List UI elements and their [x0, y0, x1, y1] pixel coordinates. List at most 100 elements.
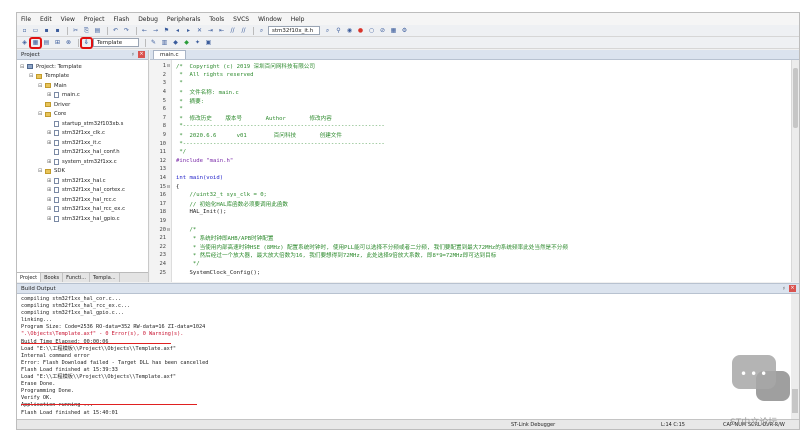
download-icon[interactable]: ⇩ — [80, 36, 93, 49]
menu-item-edit[interactable]: Edit — [40, 15, 52, 23]
panel-tab[interactable]: Templa... — [90, 273, 120, 282]
new-file-icon[interactable]: ▫ — [22, 27, 27, 34]
menu-item-flash[interactable]: Flash — [113, 15, 130, 23]
configure-icon[interactable]: ⚙ — [401, 27, 408, 34]
indent-icon[interactable]: ⇥ — [207, 27, 214, 34]
panel-tab[interactable]: Functi... — [63, 273, 90, 282]
close-icon[interactable]: × — [789, 285, 796, 292]
find-combo[interactable]: stm32f10x_it.h — [268, 26, 320, 35]
tab-main-c[interactable]: main.c — [153, 50, 186, 59]
fold-toggle-icon[interactable]: ⊟ — [167, 226, 171, 233]
batch-build-icon[interactable]: ⊞ — [54, 39, 61, 46]
menu-item-tools[interactable]: Tools — [209, 15, 225, 23]
bookmark-next-icon[interactable]: ▸ — [186, 27, 190, 34]
expand-toggle-icon[interactable]: ⊟ — [38, 82, 43, 89]
tree-item[interactable]: ⊞stm32f1xx_hal_gpio.c — [17, 214, 148, 224]
select-packs-icon[interactable]: ✦ — [194, 39, 201, 46]
save-all-icon[interactable]: ▪ — [55, 27, 60, 34]
pin-icon[interactable]: ♯ — [782, 285, 785, 292]
pack-installer-icon[interactable]: ◆ — [184, 39, 189, 46]
tree-item[interactable]: ⊞stm32f1xx_hal_rcc.c — [17, 195, 148, 205]
menu-item-file[interactable]: File — [21, 15, 32, 23]
nav-back-icon[interactable]: ← — [141, 27, 148, 34]
undo-icon[interactable]: ↶ — [112, 27, 119, 34]
scrollbar-thumb[interactable] — [792, 389, 798, 413]
menu-item-view[interactable]: View — [60, 15, 75, 23]
bookmark-clear-icon[interactable]: ✕ — [196, 27, 203, 34]
build-icon[interactable]: ▦ — [29, 36, 42, 49]
tree-item[interactable]: startup_stm32f103xb.s — [17, 119, 148, 129]
debug-session-icon[interactable]: ◉ — [346, 27, 353, 34]
tree-item[interactable]: Driver — [17, 100, 148, 110]
expand-toggle-icon[interactable]: ⊟ — [38, 111, 43, 118]
target-options-icon[interactable]: ✎ — [150, 39, 157, 46]
fold-toggle-icon[interactable]: ⊟ — [167, 63, 171, 70]
redo-icon[interactable]: ↷ — [123, 27, 130, 34]
expand-toggle-icon[interactable]: ⊟ — [20, 63, 25, 70]
menu-item-peripherals[interactable]: Peripherals — [166, 15, 201, 23]
open-file-icon[interactable]: ▭ — [32, 27, 39, 34]
tree-item[interactable]: ⊞system_stm32f1xx.c — [17, 157, 148, 167]
tree-item[interactable]: ⊟Template — [17, 72, 148, 82]
paste-icon[interactable]: ▤ — [94, 27, 101, 34]
pin-icon[interactable]: ♯ — [131, 51, 134, 58]
expand-toggle-icon[interactable]: ⊞ — [47, 206, 52, 213]
uncomment-icon[interactable]: // — [241, 27, 246, 34]
tree-item[interactable]: ⊞main.c — [17, 91, 148, 101]
fold-toggle-icon[interactable]: ⊟ — [167, 183, 171, 190]
tree-item[interactable]: ⊞stm32f1xx_hal.c — [17, 176, 148, 186]
expand-toggle-icon[interactable]: ⊟ — [29, 73, 34, 80]
find-icon[interactable]: ⌕ — [325, 26, 330, 34]
window-layout-icon[interactable]: ▦ — [390, 27, 397, 34]
unindent-icon[interactable]: ⇤ — [218, 27, 225, 34]
tree-item[interactable]: ⊞stm32f1xx_clk.c — [17, 129, 148, 139]
expand-toggle-icon[interactable]: ⊞ — [47, 187, 52, 194]
cut-icon[interactable]: ✂ — [72, 27, 79, 34]
kill-breakpoints-icon[interactable]: ⊘ — [379, 27, 386, 34]
menu-item-project[interactable]: Project — [83, 15, 105, 23]
nav-forward-icon[interactable]: → — [152, 27, 159, 34]
menu-item-window[interactable]: Window — [258, 15, 282, 23]
expand-toggle-icon[interactable]: ⊞ — [47, 177, 52, 184]
target-select[interactable]: Template — [93, 38, 139, 47]
editor-scrollbar[interactable] — [791, 60, 799, 282]
manage-runtime-icon[interactable]: ◆ — [173, 39, 178, 46]
tree-item[interactable]: ⊞stm32f1xx_hal_rcc_ex.c — [17, 205, 148, 215]
scrollbar-thumb[interactable] — [793, 68, 798, 128]
tree-item[interactable]: ⊟Core — [17, 110, 148, 120]
comment-icon[interactable]: // — [230, 27, 235, 34]
menu-item-help[interactable]: Help — [290, 15, 305, 23]
bookmark-icon[interactable]: ⚑ — [163, 27, 170, 34]
tree-item[interactable]: ⊞stm32f1xx_it.c — [17, 138, 148, 148]
manage-project-items-icon[interactable]: ▥ — [161, 39, 168, 46]
copy-icon[interactable]: ⎘ — [84, 26, 89, 34]
tree-item[interactable]: ⊞stm32f1xx_hal_cortex.c — [17, 186, 148, 196]
incremental-find-icon[interactable]: ⚲ — [336, 27, 341, 34]
menu-item-svcs[interactable]: SVCS — [233, 15, 250, 23]
tree-item[interactable]: stm32f1xx_hal_conf.h — [17, 148, 148, 158]
tree-item[interactable]: ⊟Main — [17, 81, 148, 91]
disable-breakpoint-icon[interactable]: ○ — [368, 27, 375, 34]
panel-tab[interactable]: Books — [41, 273, 64, 282]
build-output-scrollbar[interactable] — [791, 294, 799, 421]
bookmark-prev-icon[interactable]: ◂ — [175, 27, 179, 34]
expand-toggle-icon[interactable]: ⊞ — [47, 158, 52, 165]
expand-toggle-icon[interactable]: ⊟ — [38, 168, 43, 175]
tree-item[interactable]: ⊟SDK — [17, 167, 148, 177]
tree-item[interactable]: ⊟Project: Template — [17, 62, 148, 72]
expand-toggle-icon[interactable]: ⊞ — [47, 196, 52, 203]
menu-item-debug[interactable]: Debug — [138, 15, 158, 23]
books-icon[interactable]: ▣ — [205, 39, 212, 46]
close-icon[interactable]: × — [138, 51, 145, 58]
rebuild-icon[interactable]: ▤ — [43, 39, 50, 46]
translate-icon[interactable]: ◈ — [22, 39, 27, 46]
breakpoint-icon[interactable]: ● — [357, 27, 364, 34]
expand-toggle-icon[interactable]: ⊞ — [47, 130, 52, 137]
stop-build-icon[interactable]: ⊗ — [65, 39, 72, 46]
find-in-files-icon[interactable]: ⌕ — [259, 26, 264, 34]
save-icon[interactable]: ▪ — [44, 27, 49, 34]
expand-toggle-icon[interactable]: ⊞ — [47, 139, 52, 146]
panel-tab[interactable]: Project — [17, 273, 42, 282]
expand-toggle-icon[interactable]: ⊞ — [47, 215, 52, 222]
